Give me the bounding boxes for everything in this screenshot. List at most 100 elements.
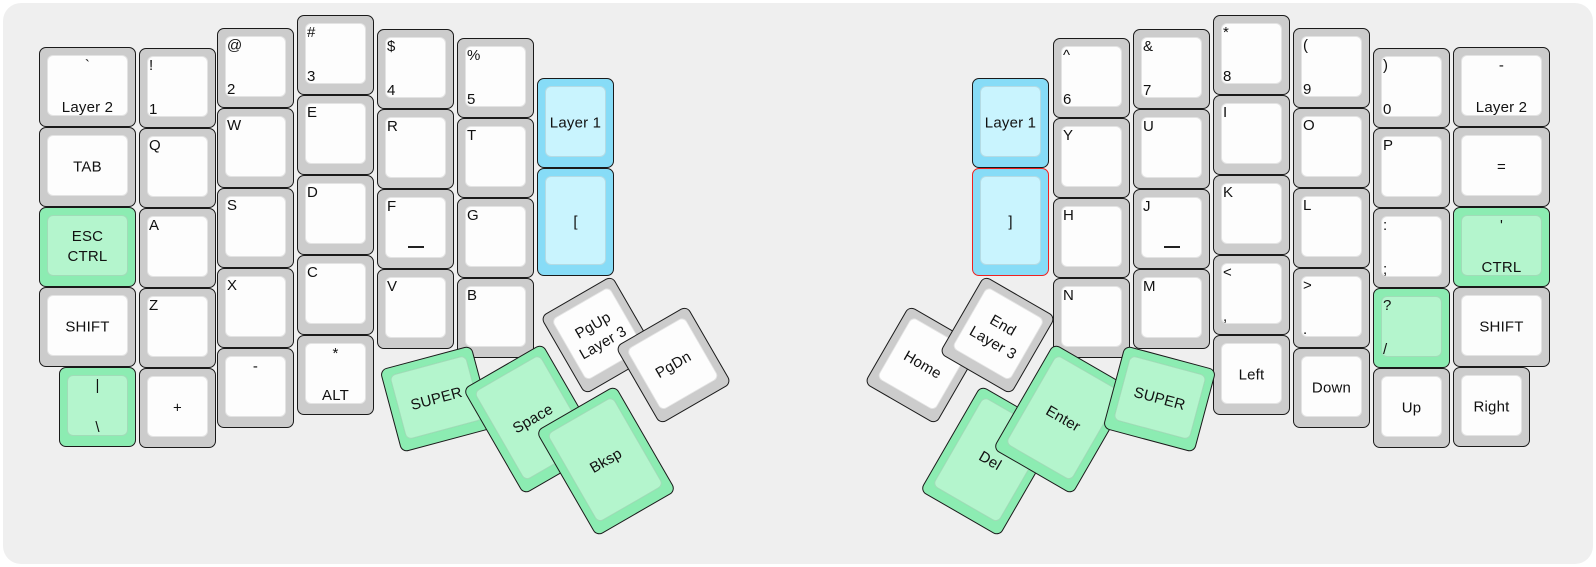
key-equals[interactable]: =: [1453, 127, 1550, 207]
keycap-surface: [147, 376, 208, 437]
key-slash-question[interactable]: ?/: [1373, 288, 1450, 368]
key-9-paren[interactable]: (9: [1293, 28, 1370, 108]
key-t[interactable]: T: [457, 118, 534, 198]
key-layer1-left[interactable]: Layer 1: [537, 78, 614, 168]
key-legend: ): [1383, 57, 1389, 74]
key-4-dollar[interactable]: $4: [377, 29, 454, 109]
homing-bar-icon: [1163, 246, 1180, 248]
key-period-gt[interactable]: >.: [1293, 268, 1370, 348]
keycap-surface: [1461, 55, 1542, 116]
key-legend: F: [387, 198, 397, 215]
key-right[interactable]: Right: [1453, 367, 1530, 447]
keycap-surface: [1301, 276, 1362, 337]
key-h[interactable]: H: [1053, 198, 1130, 278]
key-legend: ^: [1063, 47, 1071, 64]
keycap-surface: [1141, 117, 1202, 178]
key-2-at[interactable]: @2: [217, 28, 294, 108]
key-semicolon[interactable]: :;: [1373, 208, 1450, 288]
key-esc-ctrl[interactable]: ESC CTRL: [39, 207, 136, 287]
key-5-percent[interactable]: %5: [457, 38, 534, 118]
key-bracket-left[interactable]: [: [537, 168, 614, 276]
key-super-right[interactable]: SUPER: [1102, 345, 1217, 453]
key-q[interactable]: Q: [139, 128, 216, 208]
key-v[interactable]: V: [377, 269, 454, 349]
key-legend: H: [1063, 207, 1075, 224]
keycap-surface: [1061, 126, 1122, 187]
key-legend: |: [95, 377, 100, 394]
keycap-surface: [1381, 296, 1442, 357]
key-plus[interactable]: +: [139, 368, 216, 448]
key-legend: Y: [1063, 127, 1074, 144]
key-tab[interactable]: TAB: [39, 127, 136, 207]
key-layer2-grave[interactable]: `Layer 2: [39, 47, 136, 127]
key-k[interactable]: K: [1213, 175, 1290, 255]
key-e[interactable]: E: [297, 95, 374, 175]
key-o[interactable]: O: [1293, 108, 1370, 188]
key-legend: ;: [1383, 261, 1388, 278]
keycap-surface: [980, 176, 1041, 265]
key-legend: A: [149, 217, 160, 234]
keycap-surface: [1061, 286, 1122, 347]
keycap-surface: [1061, 46, 1122, 107]
key-comma-lt[interactable]: <,: [1213, 255, 1290, 335]
key-shift-left[interactable]: SHIFT: [39, 287, 136, 367]
key-legend: -: [252, 358, 259, 375]
key-a[interactable]: A: [139, 208, 216, 288]
keycap-surface: [1381, 216, 1442, 277]
key-s[interactable]: S: [217, 188, 294, 268]
key-n[interactable]: N: [1053, 278, 1130, 358]
key-up[interactable]: Up: [1373, 368, 1450, 448]
key-7-ampersand[interactable]: &7: [1133, 29, 1210, 109]
key-pipe-backslash[interactable]: |\: [59, 367, 136, 447]
key-quote-ctrl[interactable]: 'CTRL: [1453, 207, 1550, 287]
key-6-caret[interactable]: ^6: [1053, 38, 1130, 118]
key-l[interactable]: L: [1293, 188, 1370, 268]
key-alt-asterisk[interactable]: *ALT: [297, 335, 374, 415]
key-x[interactable]: X: [217, 268, 294, 348]
keycap-surface: [465, 206, 526, 267]
key-down[interactable]: Down: [1293, 348, 1370, 428]
key-j[interactable]: J: [1133, 189, 1210, 269]
key-shift-right[interactable]: SHIFT: [1453, 287, 1550, 367]
key-legend: ,: [1223, 308, 1228, 325]
key-w[interactable]: W: [217, 108, 294, 188]
keycap-surface: [225, 276, 286, 337]
key-legend: .: [1303, 321, 1308, 338]
key-c[interactable]: C: [297, 255, 374, 335]
key-legend: Down: [1311, 379, 1352, 397]
key-u[interactable]: U: [1133, 109, 1210, 189]
key-z[interactable]: Z: [139, 288, 216, 368]
keycap-surface: [1461, 215, 1542, 276]
key-0-paren[interactable]: )0: [1373, 48, 1450, 128]
keycap-surface: [980, 86, 1041, 157]
key-g[interactable]: G: [457, 198, 534, 278]
key-left[interactable]: Left: [1213, 335, 1290, 415]
keycap-surface: [67, 375, 128, 436]
key-legend: 3: [307, 68, 316, 85]
key-legend: #: [307, 24, 316, 41]
key-legend: Layer 2: [1475, 99, 1528, 116]
key-legend: =: [1497, 158, 1506, 176]
key-8-asterisk[interactable]: *8: [1213, 15, 1290, 95]
keycap-surface: [385, 277, 446, 338]
keycap-surface: [1461, 295, 1542, 356]
key-p[interactable]: P: [1373, 128, 1450, 208]
key-y[interactable]: Y: [1053, 118, 1130, 198]
key-bracket-right[interactable]: ]: [972, 168, 1049, 276]
keycap-surface: [1221, 103, 1282, 164]
key-layer1-right[interactable]: Layer 1: [972, 78, 1049, 168]
key-legend: SHIFT: [1479, 318, 1524, 336]
key-i[interactable]: I: [1213, 95, 1290, 175]
key-1-exclaim[interactable]: !1: [139, 48, 216, 128]
key-minus-left[interactable]: -: [217, 348, 294, 428]
key-b[interactable]: B: [457, 278, 534, 358]
key-r[interactable]: R: [377, 109, 454, 189]
key-3-hash[interactable]: #3: [297, 15, 374, 95]
key-f[interactable]: F: [377, 189, 454, 269]
key-d[interactable]: D: [297, 175, 374, 255]
key-m[interactable]: M: [1133, 269, 1210, 349]
key-legend: /: [1383, 341, 1388, 358]
key-minus-layer2[interactable]: -Layer 2: [1453, 47, 1550, 127]
key-legend: $: [387, 38, 396, 55]
key-legend: N: [1063, 287, 1075, 304]
